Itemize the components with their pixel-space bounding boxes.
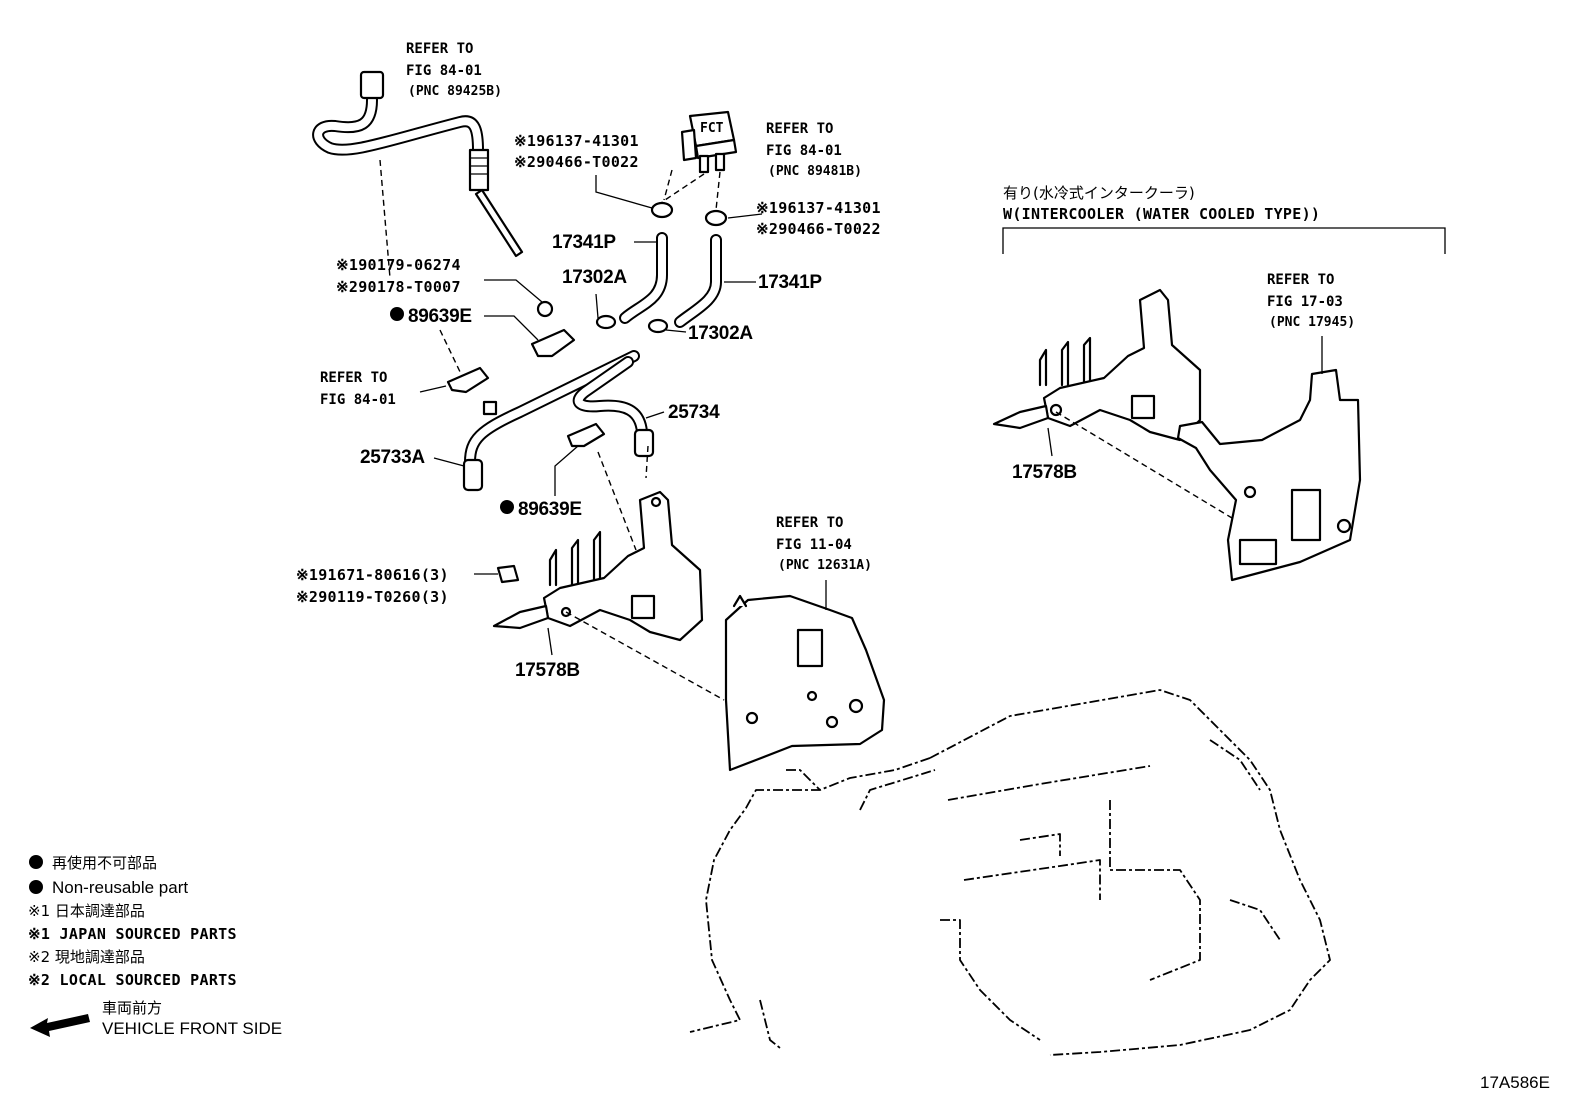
code-3b: ※290178-T0007 xyxy=(336,278,461,296)
engine-bracket xyxy=(724,580,886,772)
part-17302a-left: 17302A xyxy=(562,267,627,288)
hoses xyxy=(595,232,756,334)
legend-front-jp: 車両前方 xyxy=(102,999,162,1017)
legend-local-jp: ※2 現地調達部品 xyxy=(28,948,145,966)
option-title-jp: 有り(水冷式インタークーラ) xyxy=(1003,184,1195,202)
ref-e-line2: FIG 17-03 xyxy=(1267,294,1343,310)
code-labels: ※196137-41301 ※290466-T0022 ※196137-4130… xyxy=(296,132,881,606)
ref-b-line3: (PNC 89481B) xyxy=(768,164,862,179)
option-header: 有り(水冷式インタークーラ) W(INTERCOOLER (WATER COOL… xyxy=(1003,184,1320,223)
part-17578b-main: 17578B xyxy=(515,660,580,681)
ref-a-line1: REFER TO xyxy=(406,41,473,57)
legend-dot-icon xyxy=(29,855,43,869)
pipes xyxy=(433,350,665,492)
front-arrow-icon xyxy=(30,1014,90,1037)
legend-dot-icon xyxy=(29,880,43,894)
legend-non-reusable-jp: 再使用不可部品 xyxy=(52,854,157,872)
bracket-17578b-main xyxy=(474,490,725,701)
ref-c-line2: FIG 84-01 xyxy=(320,392,396,408)
code-2b: ※290466-T0022 xyxy=(756,220,881,238)
code-3a: ※190179-06274 xyxy=(336,256,461,274)
part-89639e-lower: 89639E xyxy=(518,499,582,520)
non-reusable-dot xyxy=(390,307,404,321)
legend-local-en: ※2 LOCAL SOURCED PARTS xyxy=(28,971,237,989)
legend-non-reusable-en: Non-reusable part xyxy=(52,878,188,897)
reference-labels: REFER TO FIG 84-01 (PNC 89425B) REFER TO… xyxy=(320,41,1355,573)
ref-b-line1: REFER TO xyxy=(766,121,833,137)
part-17341p-right: 17341P xyxy=(758,272,822,293)
sensor-mark: FCT xyxy=(700,121,724,136)
pressure-sensor: FCT xyxy=(680,110,738,174)
part-17341p-left: 17341P xyxy=(552,232,616,253)
legend-japan-en: ※1 JAPAN SOURCED PARTS xyxy=(28,925,237,943)
ref-d-line1: REFER TO xyxy=(776,515,843,531)
code-4b: ※290119-T0260(3) xyxy=(296,588,449,606)
part-17302a-right: 17302A xyxy=(688,323,753,344)
code-1b: ※290466-T0022 xyxy=(514,153,639,171)
part-17578b-option: 17578B xyxy=(1012,462,1077,483)
ref-d-line3: (PNC 12631A) xyxy=(778,558,872,573)
ref-d-line2: FIG 11-04 xyxy=(776,537,852,553)
ref-e-line3: (PNC 17945) xyxy=(1269,315,1355,330)
clamps xyxy=(379,159,649,551)
code-4a: ※191671-80616(3) xyxy=(296,566,449,584)
ref-a-line2: FIG 84-01 xyxy=(406,63,482,79)
ref-c-line1: REFER TO xyxy=(320,370,387,386)
legend: 再使用不可部品 Non-reusable part ※1 日本調達部品 ※1 J… xyxy=(28,854,282,1038)
part-number-labels: 17341P 17341P 17302A 17302A 89639E 89639… xyxy=(360,232,1077,681)
part-25734: 25734 xyxy=(668,402,720,423)
part-25733a: 25733A xyxy=(360,447,425,468)
code-1a: ※196137-41301 xyxy=(514,132,639,150)
ref-a-line3: (PNC 89425B) xyxy=(408,84,502,99)
part-89639e-upper: 89639E xyxy=(408,306,472,327)
engine-outline xyxy=(689,689,1331,1056)
legend-japan-jp: ※1 日本調達部品 xyxy=(28,902,145,920)
option-title-en: W(INTERCOOLER (WATER COOLED TYPE)) xyxy=(1003,205,1320,223)
code-2a: ※196137-41301 xyxy=(756,199,881,217)
figure-id: 17A586E xyxy=(1480,1073,1550,1092)
sensor-clips xyxy=(595,169,763,227)
non-reusable-dot xyxy=(500,500,514,514)
ref-b-line2: FIG 84-01 xyxy=(766,143,842,159)
exhaust-temp-sensor xyxy=(312,70,524,258)
option-bracket-group xyxy=(992,227,1446,582)
legend-front-en: VEHICLE FRONT SIDE xyxy=(102,1019,282,1038)
ref-e-line1: REFER TO xyxy=(1267,272,1334,288)
